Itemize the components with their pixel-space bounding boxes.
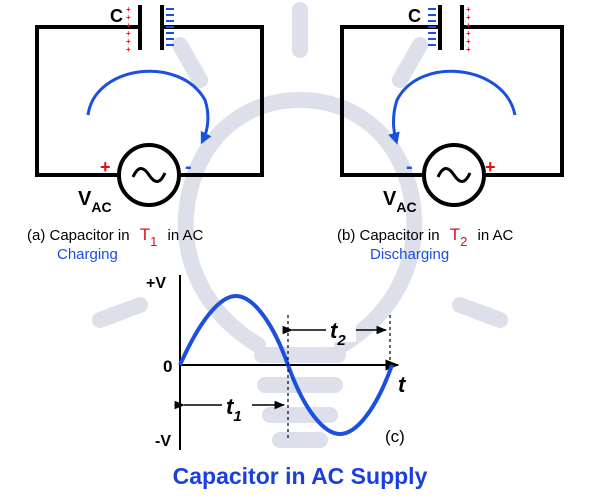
circuit-a-source-label: VAC [78, 188, 112, 215]
svg-text:+: + [126, 5, 131, 14]
circuit-a-capacitor-label: C [110, 6, 123, 26]
circuit-a-wires [35, 5, 264, 177]
circuit-b-state: Discharging [370, 246, 449, 263]
waveform-label-minus-v: -V [155, 433, 171, 450]
circuit-a-state: Charging [57, 246, 118, 263]
circuit-a-current-arrow [86, 69, 212, 145]
svg-text:+: + [466, 45, 471, 54]
interval-t1-label-bg [222, 395, 252, 417]
circuit-b-positive-charges: +++ +++ [466, 5, 471, 54]
circuit-b-ac-source-icon [422, 143, 486, 207]
svg-text:+: + [466, 13, 471, 22]
interval-t1-label: t1 [226, 394, 242, 425]
waveform-label-zero: 0 [163, 357, 172, 376]
circuit-a-ac-source-icon [117, 143, 181, 207]
circuit-b: C +++ +++ - + VAC (b) Capacitor in T2 in… [337, 5, 564, 263]
waveform-axis-label: t [398, 372, 407, 397]
interval-t2-label-bg [326, 318, 356, 342]
circuit-b-negative-charges [428, 8, 436, 46]
waveform-panel-label: (c) [385, 427, 405, 446]
circuit-b-capacitor-label: C [408, 6, 421, 26]
circuit-b-source-label: VAC [383, 188, 417, 215]
svg-text:+: + [466, 29, 471, 38]
circuit-a-caption: (a) Capacitor in T1 in AC [27, 225, 204, 250]
circuit-b-current-arrow [388, 69, 517, 145]
lightbulb-watermark-icon [92, 2, 508, 448]
circuit-b-caption: (b) Capacitor in T2 in AC [337, 225, 514, 250]
svg-text:+: + [466, 37, 471, 46]
interval-t2-label: t2 [330, 318, 346, 349]
svg-text:+: + [126, 29, 131, 38]
svg-text:+: + [126, 21, 131, 30]
waveform-guides [287, 315, 391, 440]
svg-text:+: + [466, 21, 471, 30]
svg-text:+: + [466, 5, 471, 14]
svg-text:+: + [126, 45, 131, 54]
circuit-a-negative-charges [166, 8, 174, 46]
circuit-a-positive-charges: +++ +++ [126, 5, 131, 54]
circuit-a-minus-sign: - [185, 156, 192, 178]
circuit-b-plus-sign: + [485, 157, 496, 177]
circuit-a-plus-sign: + [100, 157, 111, 177]
circuit-b-wires [340, 5, 564, 177]
waveform-plot: +V 0 -V t t1 t2 (c) [146, 275, 407, 450]
waveform-label-plus-v: +V [146, 275, 166, 292]
svg-text:+: + [126, 37, 131, 46]
svg-text:+: + [126, 13, 131, 22]
figure-title: Capacitor in AC Supply [173, 463, 428, 489]
circuit-a: C +++ +++ + - VAC (a) Capacitor in T1 in… [27, 5, 264, 263]
circuit-b-minus-sign: - [406, 156, 413, 178]
